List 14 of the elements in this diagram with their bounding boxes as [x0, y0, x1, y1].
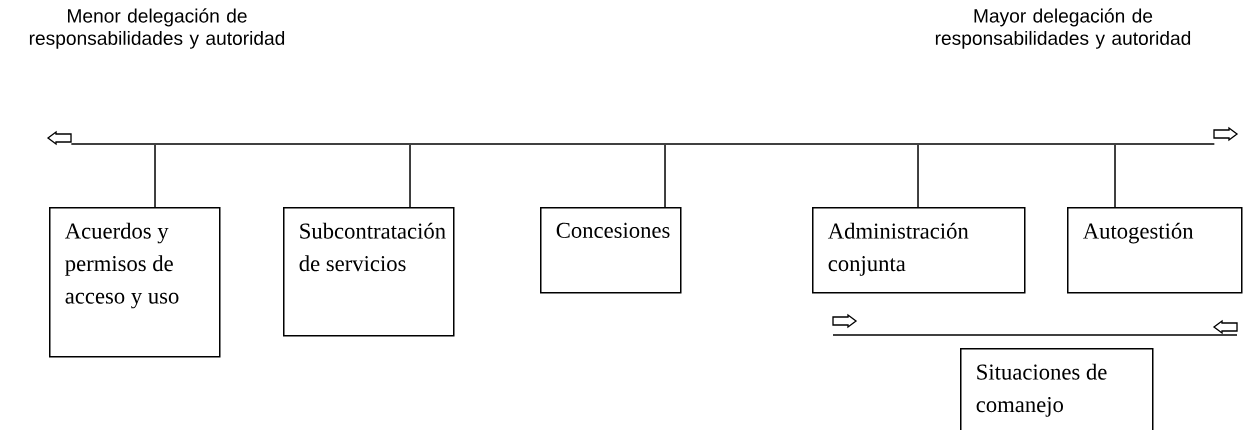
process-box: Concesiones: [540, 207, 682, 294]
connector-line: [664, 144, 666, 208]
heading-text: Menor delegación de responsabilidades y autoridad: [29, 8, 285, 49]
process-box: Situaciones de comanejo: [960, 348, 1154, 430]
process-box: Acuerdos y permisos de acceso y uso: [49, 207, 221, 358]
process-box: Autogestión: [1067, 207, 1243, 294]
process-box: Subcontratación de servicios: [283, 207, 455, 337]
heading-text: Mayor delegación de responsabilidades y autoridad: [935, 8, 1191, 49]
connector-line: [154, 144, 156, 208]
connector-line: [1114, 144, 1116, 208]
connector-line: [917, 144, 919, 208]
axis-line: [71, 143, 1215, 145]
process-box: Administración conjunta: [812, 207, 1026, 294]
connector-line: [409, 144, 411, 208]
